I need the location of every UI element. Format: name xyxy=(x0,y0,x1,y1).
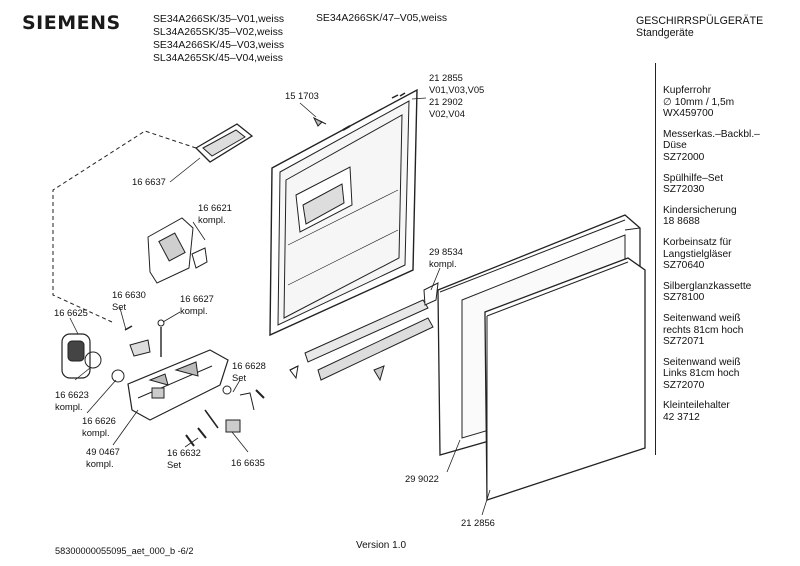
part-label: kompl. xyxy=(198,214,226,225)
accessory-item: Korbeinsatz für Langstielgläser SZ70640 xyxy=(663,236,732,272)
leader-lines xyxy=(69,97,491,516)
model-item-secondary: SE34A266SK/47–V05,weiss xyxy=(316,13,448,24)
selector-knob xyxy=(61,333,91,379)
accessory-item: Kindersicherung 18 8688 xyxy=(663,204,737,228)
part-label: 16 6637 xyxy=(132,176,166,187)
part-label: 16 6625 xyxy=(54,307,88,318)
document-id: 58300000055095_aet_000_b -6/2 xyxy=(55,546,194,556)
part-label: 16 6630 xyxy=(112,289,146,300)
part-label: 16 6623 xyxy=(55,389,89,400)
seal-ring xyxy=(111,369,125,383)
part-label: 16 6626 xyxy=(82,415,116,426)
part-label: kompl. xyxy=(429,258,457,269)
part-label: 16 6621 xyxy=(198,202,232,213)
seal-ring xyxy=(84,351,102,369)
model-item: SL34A265SK/35–V02,weiss xyxy=(153,27,283,38)
category-subtitle: Standgeräte xyxy=(636,27,694,39)
category-title: GESCHIRRSPÜLGERÄTE xyxy=(636,15,764,27)
part-label: 29 9022 xyxy=(405,473,439,484)
model-item: SE34A266SK/35–V01,weiss xyxy=(153,14,285,25)
accessory-item: Seitenwand weiß rechts 81cm hoch SZ72071 xyxy=(663,312,744,348)
part-label: kompl. xyxy=(180,305,208,316)
hinge-bracket xyxy=(423,282,439,306)
part-label: 21 2902 xyxy=(429,96,463,107)
model-item: SL34A265SK/45–V04,weiss xyxy=(153,53,283,64)
decor-panel xyxy=(484,257,646,501)
part-label: Set xyxy=(167,459,181,470)
part-label: 21 2855 xyxy=(429,72,463,83)
control-module xyxy=(147,217,208,284)
accessory-item: Kupferrohr ∅ 10mm / 1,5m WX459700 xyxy=(663,85,735,120)
accessory-item: Messerkas.–Backbl.– Düse SZ72000 xyxy=(663,128,760,163)
part-label: 15 1703 xyxy=(285,90,319,101)
version-label: Version 1.0 xyxy=(356,540,407,551)
accessory-item: Kleinteilehalter 42 3712 xyxy=(663,400,730,424)
part-label: kompl. xyxy=(82,427,110,438)
model-item: SE34A266SK/45–V03,weiss xyxy=(153,40,285,51)
brand-logo: SIEMENS xyxy=(22,12,121,34)
sidebar-divider xyxy=(655,63,656,455)
part-label: 16 6627 xyxy=(180,293,214,304)
accessory-item: Seitenwand weiß Links 81cm hoch SZ72070 xyxy=(663,356,741,391)
model-list: SE34A266SK/35–V01,weiss SL34A265SK/35–V0… xyxy=(153,13,284,65)
part-label: 16 6632 xyxy=(167,447,201,458)
part-label: kompl. xyxy=(86,458,114,469)
accessory-item: Spülhilfe–Set SZ72030 xyxy=(663,172,724,196)
accessory-item: Silberglanzkassette SZ78100 xyxy=(663,280,752,304)
inner-door-panel xyxy=(269,88,418,337)
part-label: 16 6635 xyxy=(231,457,265,468)
part-label: Set xyxy=(232,372,246,383)
part-label: 21 2856 xyxy=(461,517,495,528)
part-label: 29 8534 xyxy=(429,246,463,257)
part-label: V01,V03,V05 xyxy=(429,84,484,95)
part-label: Set xyxy=(112,301,126,312)
display-frame xyxy=(194,123,254,163)
switch-housing xyxy=(127,349,229,421)
screw-part xyxy=(312,116,327,127)
small-parts xyxy=(124,319,299,447)
accessory-list: Kupferrohr ∅ 10mm / 1,5m WX459700 Messer… xyxy=(663,85,795,433)
part-label: V02,V04 xyxy=(429,108,465,119)
part-label: 16 6628 xyxy=(232,360,266,371)
part-label: 49 0467 xyxy=(86,446,120,457)
category-heading: GESCHIRRSPÜLGERÄTE Standgeräte xyxy=(636,15,763,39)
assembly-outline xyxy=(52,130,197,323)
part-label: kompl. xyxy=(55,401,83,412)
